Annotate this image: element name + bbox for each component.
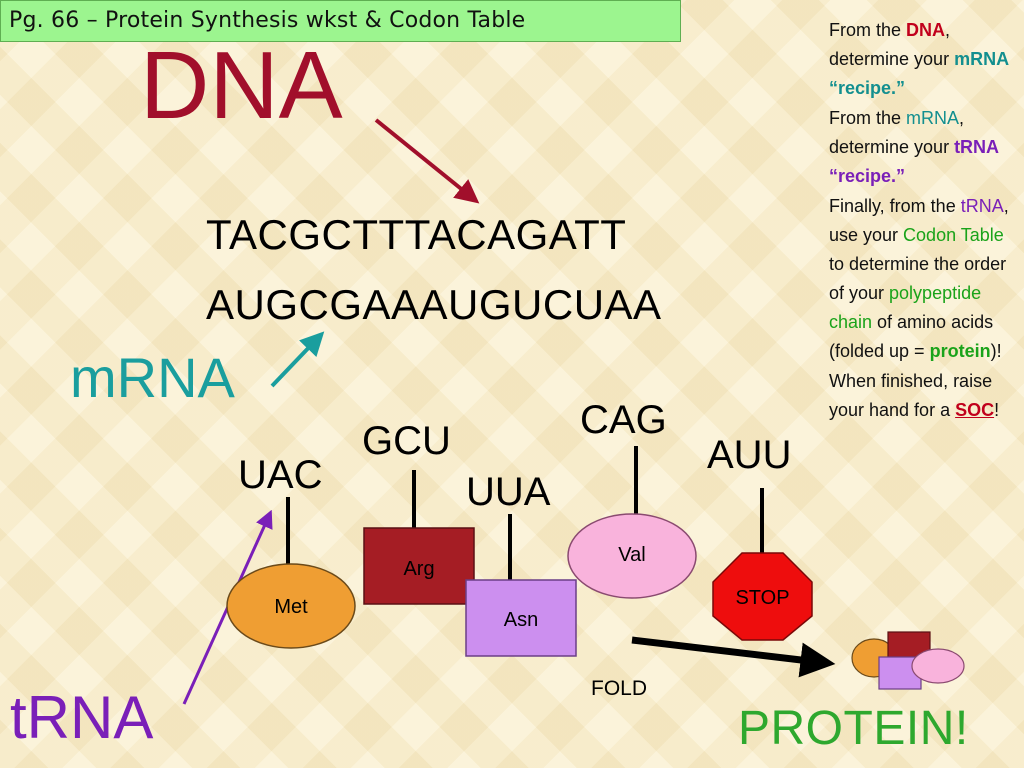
dna-sequence: TACGCTTTACAGATT <box>206 211 627 258</box>
amino-acid-val: Val <box>618 544 646 566</box>
fold-label: FOLD <box>591 677 648 700</box>
anticodon-auu: AUU <box>707 433 792 477</box>
protein-pink-piece <box>911 648 965 684</box>
met-shape <box>226 563 356 649</box>
asn-shape <box>465 579 577 657</box>
trna-arrow <box>182 509 273 705</box>
amino-acid-stop: STOP <box>735 587 790 609</box>
anticodon-cag: CAG <box>580 398 667 442</box>
instruction-3: Finally, from the tRNA, use your Codon T… <box>829 196 1009 361</box>
anticodon-uua: UUA <box>466 470 551 514</box>
trna-label: tRNA <box>10 684 154 751</box>
instruction-4: When finished, raise your hand for a SOC… <box>829 371 1000 420</box>
arg-shape <box>363 527 475 605</box>
amino-acid-met: Met <box>274 596 308 618</box>
anticodon-uac: UAC <box>238 453 323 497</box>
instruction-2: From the mRNA, determine your tRNA “reci… <box>829 108 999 186</box>
protein-label: PROTEIN! <box>738 702 969 755</box>
instruction-1: From the DNA, determine your mRNA “recip… <box>829 20 1009 98</box>
dna-heading: DNA <box>140 32 343 139</box>
dna-arrow <box>374 118 480 204</box>
mrna-label: mRNA <box>70 346 235 409</box>
instructions-sidebar: From the DNA, determine your mRNA “recip… <box>829 16 1019 426</box>
mrna-sequence: AUGCGAAAUGUCUAA <box>206 281 662 328</box>
stop-shape <box>712 552 813 641</box>
amino-acid-arg: Arg <box>403 558 435 580</box>
mrna-arrow <box>270 331 325 388</box>
fold-arrow <box>631 636 836 678</box>
amino-acid-asn: Asn <box>503 609 539 631</box>
anticodon-gcu: GCU <box>362 419 451 463</box>
slide-title: Pg. 66 – Protein Synthesis wkst & Codon … <box>0 0 681 42</box>
val-shape <box>567 513 697 599</box>
